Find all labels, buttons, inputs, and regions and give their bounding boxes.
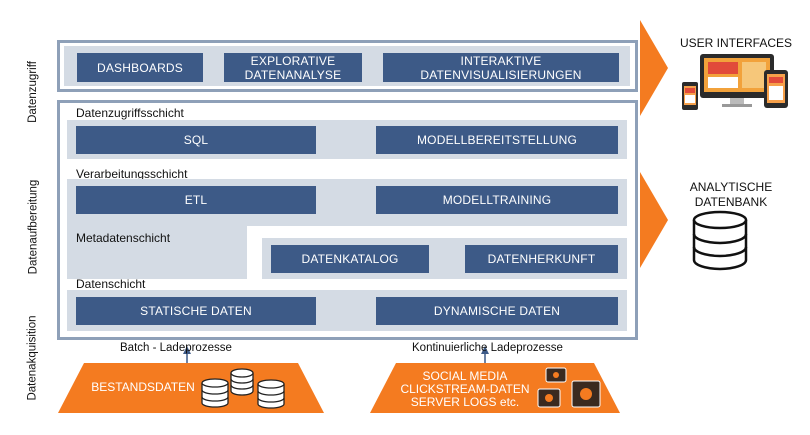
server-icon: [537, 367, 601, 408]
side-label-access-text: Datenzugriff: [27, 61, 40, 123]
metadata-layer-label: Metadatenschicht: [76, 231, 171, 245]
devices-icon: [682, 54, 788, 110]
etl-box: ETL: [76, 186, 316, 214]
stream-source-label: SOCIAL MEDIA CLICKSTREAM-DATEN SERVER LO…: [400, 369, 530, 409]
side-label-acquisition-text: Datenakquisition: [27, 314, 39, 401]
database-cluster-icon: [201, 368, 285, 409]
processing-layer-label: Verarbeitungsschicht: [76, 167, 188, 181]
analytical-db-label: ANALYTISCHE DATENBANK: [689, 180, 773, 209]
interactive-visualization-label: INTERAKTIVE DATENVISUALISIERUNGEN: [420, 53, 582, 82]
static-data-box: STATISCHE DATEN: [76, 297, 316, 325]
user-interfaces-label: USER INTERFACES: [679, 36, 793, 50]
explorative-analysis-label: EXPLORATIVE DATENANALYSE: [244, 53, 342, 82]
interactive-visualization-box: INTERAKTIVE DATENVISUALISIERUNGEN: [383, 53, 619, 82]
ui-arrow: [640, 20, 668, 116]
access-layer-label: Datenzugriffsschicht: [76, 106, 184, 120]
side-label-processing-text: Datenaufbereitung: [27, 179, 40, 275]
dynamic-data-box: DYNAMISCHE DATEN: [376, 297, 618, 325]
metadata-layer-band-left: [67, 226, 247, 279]
sql-box: SQL: [76, 126, 316, 154]
continuous-caption: Kontinuierliche Ladeprozesse: [412, 342, 563, 354]
dashboards-box: DASHBOARDS: [77, 53, 203, 82]
legacy-source-label: BESTANDSDATEN: [91, 380, 195, 394]
model-serving-box: MODELLBEREITSTELLUNG: [376, 126, 618, 154]
batch-caption: Batch - Ladeprozesse: [120, 342, 232, 354]
data-catalog-box: DATENKATALOG: [271, 245, 429, 273]
data-lineage-box: DATENHERKUNFT: [465, 245, 618, 273]
side-label-access: Datenzugriff: [18, 42, 48, 142]
database-icon: [692, 210, 748, 271]
db-arrow: [640, 172, 668, 268]
side-label-processing: Datenaufbereitung: [18, 172, 48, 282]
explorative-analysis-box: EXPLORATIVE DATENANALYSE: [224, 53, 362, 82]
side-label-acquisition: Datenakquisition: [18, 300, 48, 415]
model-training-box: MODELLTRAINING: [376, 186, 618, 214]
data-layer-label: Datenschicht: [76, 277, 146, 291]
